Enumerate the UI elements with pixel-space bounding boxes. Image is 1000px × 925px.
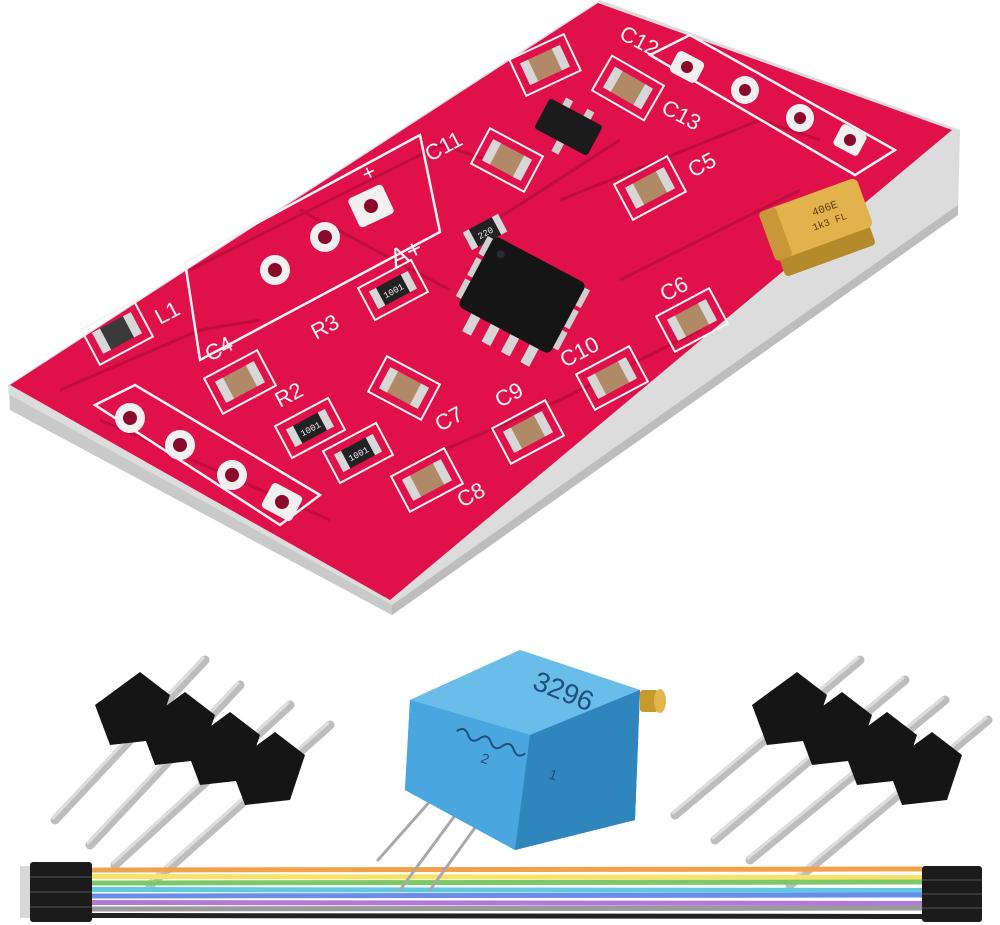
adjust-screw: [640, 689, 666, 713]
resistor-top: 220: [462, 213, 508, 251]
cap-c7: [366, 354, 442, 422]
trimmer-potentiometer: 3296 2 1: [376, 650, 666, 892]
cable-wire: [91, 879, 923, 886]
cap-c4: [202, 348, 278, 416]
cap-c13: [590, 54, 666, 122]
smd-capacitors: [79, 32, 730, 514]
pin-header-right: [670, 655, 993, 890]
cable-wire: [91, 866, 923, 873]
smd-resistors: 220 1001 1001 1001: [273, 213, 508, 485]
soic8-amplifier: [455, 235, 591, 367]
resistor-r3: 1001: [356, 258, 430, 322]
cable-connector-right: [922, 866, 982, 922]
bottom-header-pads: [115, 403, 303, 521]
top-header-pads: [669, 51, 867, 156]
resistor-r2a: 1001: [273, 396, 347, 460]
cable-connector-left: [20, 862, 92, 922]
inductor-l1: [79, 299, 155, 367]
dupont-cable: [91, 866, 923, 919]
cap-c10: [574, 344, 650, 412]
resistor-r2b: 1001: [321, 421, 395, 485]
cable-wire: [91, 900, 923, 906]
pcb-pads: [115, 51, 867, 521]
cap-c9: [490, 398, 566, 466]
cable-wire: [91, 892, 923, 899]
cap-c6: [654, 286, 730, 354]
tantalum-capacitor: 406E 1k3 FL: [759, 178, 875, 276]
cable-wire: [91, 913, 923, 919]
cap-c12: [508, 32, 582, 98]
cable-wire: [91, 887, 923, 893]
sot23-regulator: [535, 97, 602, 156]
cap-c5: [612, 154, 688, 222]
input-pads: [260, 184, 394, 285]
cap-c11: [469, 126, 545, 194]
cable-wire: [91, 905, 923, 912]
cable-wire: [91, 874, 923, 880]
pin-header-left: [50, 655, 335, 890]
cap-c8: [389, 446, 465, 514]
integrated-circuits: [455, 97, 602, 367]
